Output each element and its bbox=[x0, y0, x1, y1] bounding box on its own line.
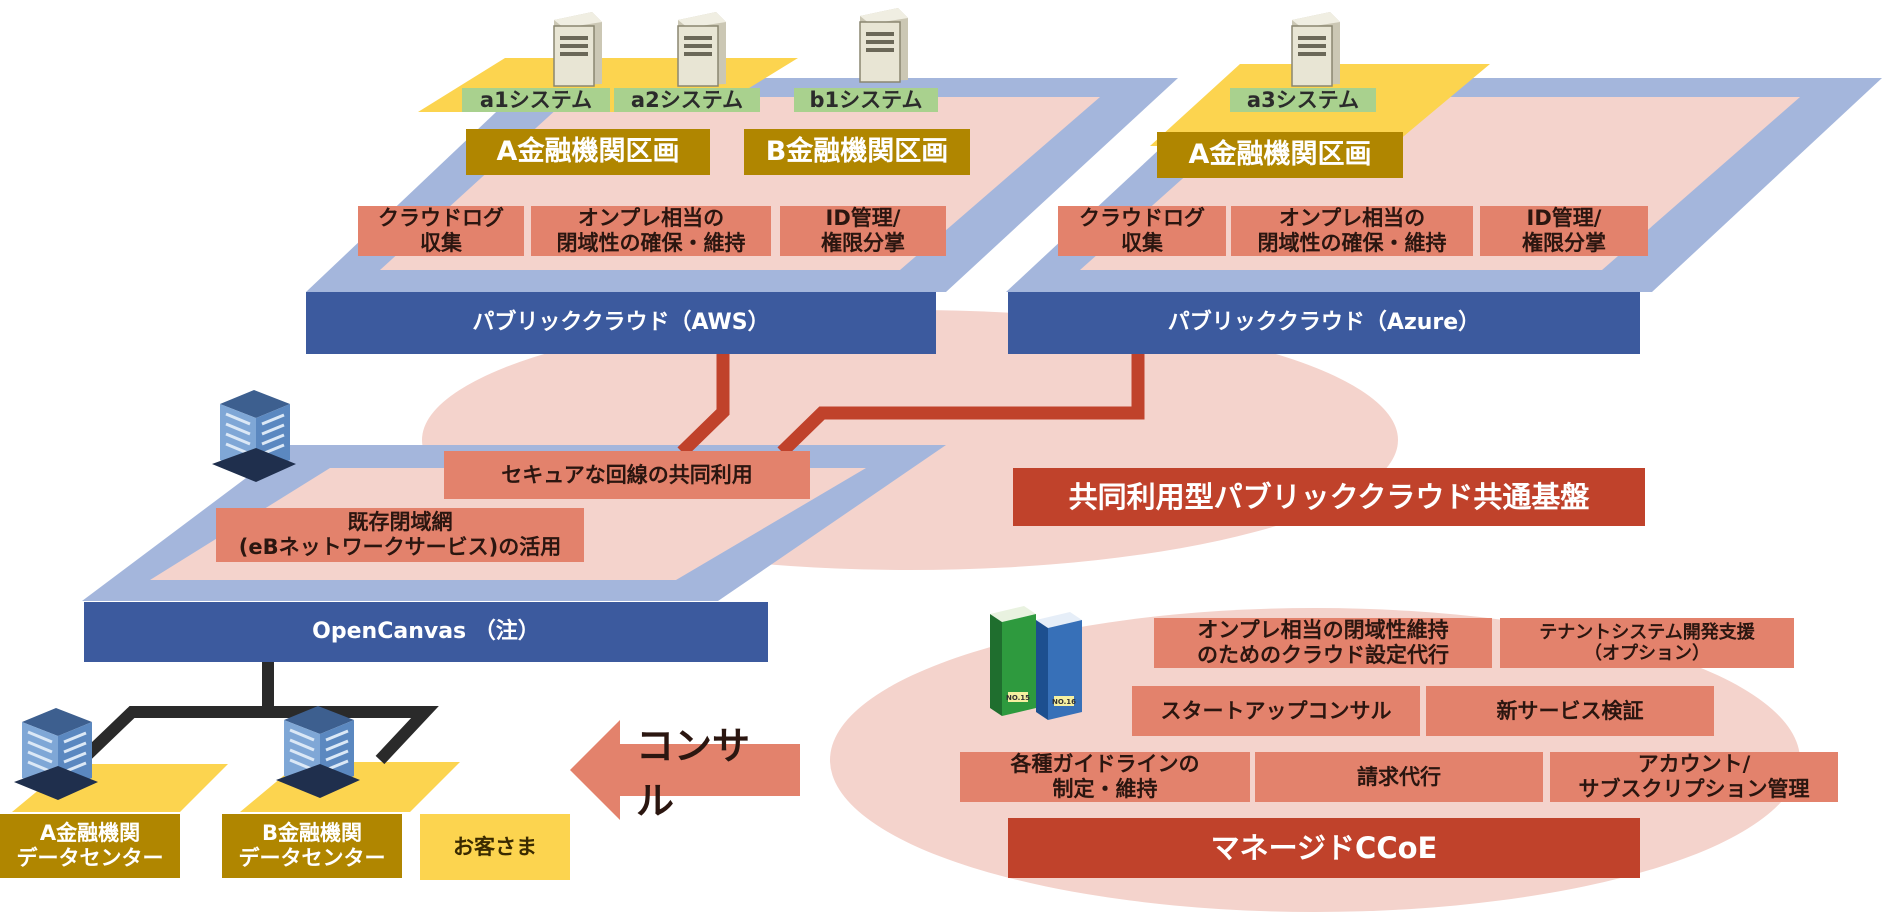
system-label-b1: b1システム bbox=[794, 88, 938, 112]
office-building-icon bbox=[14, 708, 98, 800]
azure-feature-id: ID管理/ 権限分掌 bbox=[1480, 206, 1648, 256]
ccoe-service-account: アカウント/ サブスクリプション管理 bbox=[1550, 752, 1838, 802]
office-building-icon bbox=[276, 706, 360, 798]
ccoe-title: マネージドCCoE bbox=[1008, 818, 1640, 878]
server-icon bbox=[1291, 12, 1340, 87]
ccoe-service-config: オンプレ相当の閉域性維持 のためのクラウド設定代行 bbox=[1154, 618, 1492, 668]
network-line-a bbox=[77, 662, 274, 765]
system-label-a2: a2システム bbox=[614, 88, 760, 112]
aws-section-a: A金融機関区画 bbox=[466, 129, 710, 175]
consult-label: コンサル bbox=[636, 724, 751, 823]
azure-feature-closed-network: オンプレ相当の 閉域性の確保・維持 bbox=[1231, 206, 1473, 256]
aws-section-b: B金融機関区画 bbox=[744, 129, 970, 175]
system-label-a1: a1システム bbox=[462, 88, 610, 112]
server-icon bbox=[553, 12, 602, 87]
shared-platform-title: 共同利用型パブリッククラウド共通基盤 bbox=[1013, 468, 1645, 526]
opencanvas-feature-label: 既存閉域網 (eBネットワークサービス)の活用 bbox=[216, 508, 584, 562]
server-icon bbox=[677, 12, 726, 87]
binder-label: NO.16 bbox=[1052, 698, 1076, 706]
azure-section-a: A金融機関区画 bbox=[1157, 132, 1403, 178]
ccoe-service-billing: 請求代行 bbox=[1255, 752, 1543, 802]
aws-link-line bbox=[677, 352, 730, 457]
datacenter-b-label: B金融機関 データセンター bbox=[222, 814, 402, 878]
system-label-a3: a3システム bbox=[1230, 88, 1376, 112]
ccoe-service-dev-support: テナントシステム開発支援 （オプション） bbox=[1500, 618, 1794, 668]
azure-platform-label: パブリッククラウド（Azure） bbox=[1008, 292, 1640, 354]
ccoe-service-guidelines: 各種ガイドラインの 制定・維持 bbox=[960, 752, 1250, 802]
binder-icon: NO.15 NO.16 bbox=[990, 606, 1082, 720]
aws-feature-closed-network: オンプレ相当の 閉域性の確保・維持 bbox=[531, 206, 771, 256]
customer-label: お客さま bbox=[420, 814, 570, 880]
azure-feature-log: クラウドログ 収集 bbox=[1058, 206, 1226, 256]
azure-link-line bbox=[777, 352, 1145, 457]
aws-feature-log: クラウドログ 収集 bbox=[358, 206, 524, 256]
opencanvas-platform-label: OpenCanvas （注） bbox=[84, 602, 768, 662]
server-icon bbox=[859, 8, 908, 83]
ccoe-service-startup: スタートアップコンサル bbox=[1132, 686, 1420, 736]
ccoe-service-verification: 新サービス検証 bbox=[1426, 686, 1714, 736]
secure-line-label: セキュアな回線の共同利用 bbox=[444, 451, 810, 499]
aws-feature-id: ID管理/ 権限分掌 bbox=[780, 206, 946, 256]
aws-platform-label: パブリッククラウド（AWS） bbox=[306, 292, 936, 354]
consult-arrow bbox=[570, 720, 800, 820]
office-building-icon bbox=[212, 390, 296, 482]
binder-label: NO.15 bbox=[1006, 694, 1030, 702]
datacenter-a-label: A金融機関 データセンター bbox=[0, 814, 180, 878]
